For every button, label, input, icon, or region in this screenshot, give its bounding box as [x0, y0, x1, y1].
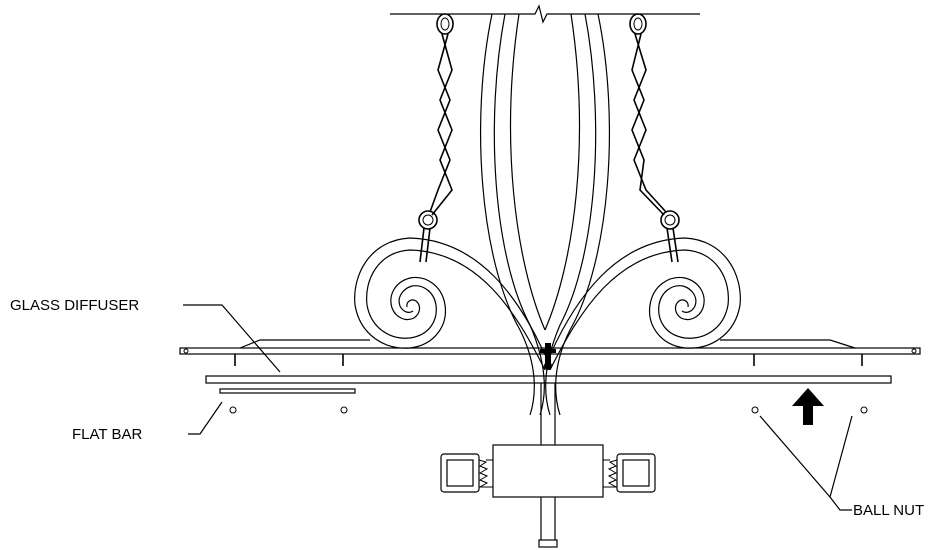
label-glass-diffuser: GLASS DIFFUSER — [10, 297, 139, 314]
label-flat-bar: FLAT BAR — [72, 426, 142, 443]
ball-nut-holes — [751, 406, 868, 414]
right-scroll — [549, 237, 741, 371]
flat-bar — [219, 388, 356, 414]
left-scroll — [354, 237, 546, 371]
ceiling-break-line — [390, 4, 700, 24]
label-ball-nut: BALL NUT — [853, 502, 924, 519]
center-stem — [538, 383, 558, 548]
left-chain — [418, 13, 454, 263]
center-screw — [540, 343, 556, 370]
center-arms — [480, 13, 610, 416]
socket-housing — [440, 444, 656, 498]
up-arrow-icon — [792, 388, 824, 425]
right-chain — [629, 13, 680, 263]
leader-lines — [183, 304, 853, 511]
glass-diffuser — [205, 375, 892, 384]
